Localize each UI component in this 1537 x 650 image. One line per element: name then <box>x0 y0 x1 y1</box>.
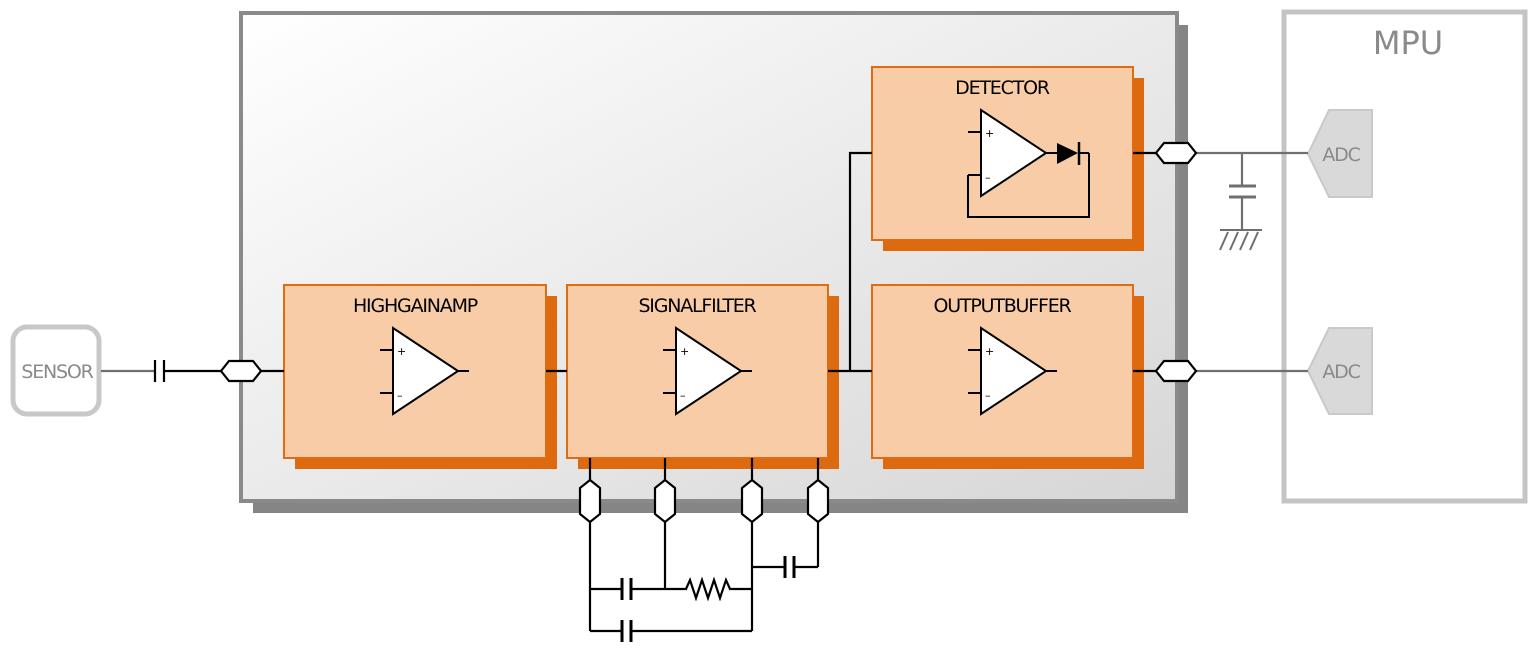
port-filter-3 <box>740 478 764 524</box>
wiring <box>101 151 1308 382</box>
svg-text:+: + <box>985 345 994 358</box>
signalfilter-label: SIGNALFILTER <box>638 295 756 317</box>
mpu-label: MPU <box>1373 24 1443 62</box>
opamp-icon: + – <box>663 326 752 416</box>
block-outputbuffer: OUTPUTBUFFER + – <box>871 284 1134 459</box>
svg-text:+: + <box>680 345 689 358</box>
opamp-icon: + – <box>380 326 469 416</box>
mpu-box: MPU <box>1281 9 1528 504</box>
svg-text:–: – <box>680 389 686 402</box>
block-detector: DETECTOR + – <box>871 66 1134 241</box>
block-highgainamp: HIGHGAINAMP + – <box>283 284 547 459</box>
adc-2-label: ADC <box>1322 361 1360 383</box>
port-input <box>219 359 263 383</box>
ports <box>219 141 1198 524</box>
port-filter-4 <box>806 478 830 524</box>
svg-text:–: – <box>985 171 991 184</box>
opamp-icon: + – <box>968 326 1057 416</box>
port-filter-1 <box>578 478 602 524</box>
highgainamp-label: HIGHGAINAMP <box>353 295 478 317</box>
sensor-box: SENSOR <box>10 324 102 417</box>
svg-text:+: + <box>985 127 994 140</box>
port-detector-out <box>1154 141 1198 165</box>
filter-network <box>588 458 820 642</box>
adc-1-label: ADC <box>1322 144 1360 166</box>
adc-1: ADC <box>1306 109 1373 198</box>
adc-2: ADC <box>1306 327 1373 415</box>
ground-capacitor <box>1219 153 1262 251</box>
block-signalfilter: SIGNALFILTER + – <box>566 284 829 459</box>
outputbuffer-label: OUTPUTBUFFER <box>933 295 1071 317</box>
port-buffer-out <box>1154 359 1198 383</box>
opamp-icon: + – <box>968 108 1048 198</box>
sensor-label: SENSOR <box>21 361 93 383</box>
detector-label: DETECTOR <box>955 77 1050 99</box>
svg-text:+: + <box>397 345 406 358</box>
diode-icon <box>967 142 1090 218</box>
ground-icon <box>1219 229 1262 251</box>
port-filter-2 <box>653 478 677 524</box>
svg-text:–: – <box>397 389 403 402</box>
svg-text:–: – <box>985 389 991 402</box>
